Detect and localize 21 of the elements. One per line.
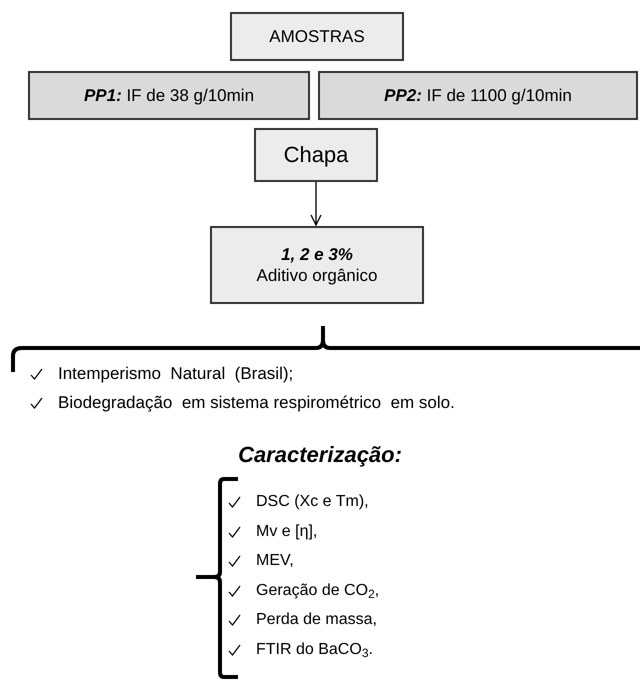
process-box [210, 226, 424, 304]
box-text: Chapa [284, 141, 348, 169]
section-heading: Caracterização: [237, 441, 403, 469]
box-text: 1, 2 e 3% [281, 244, 353, 265]
list-item: DSC (Xc e Tm), [256, 492, 369, 512]
process-box [230, 12, 404, 61]
process-box [254, 128, 378, 182]
list-item: MEV, [256, 551, 294, 571]
list-item: FTIR do BaCO$_{3}$. [256, 640, 373, 662]
list-item: Geração de CO$_{2}$, [256, 580, 380, 602]
list-item: Perda de massa, [256, 610, 377, 630]
process-box [318, 71, 638, 120]
box-text: PP2: IF de 1100 g/10min [384, 84, 572, 106]
box-text: AMOSTRAS [269, 26, 365, 48]
list-item: Mv e [η], [256, 522, 318, 542]
list-item: Biodegradação em sistema respirométrico em solo. [58, 392, 455, 414]
arrow [310, 182, 322, 226]
list-item: Intemperismo Natural (Brasil); [58, 363, 294, 385]
process-box [28, 71, 310, 120]
box-text: Aditivo orgânico [256, 265, 378, 286]
box-text: PP1: IF de 38 g/10min [84, 84, 254, 106]
